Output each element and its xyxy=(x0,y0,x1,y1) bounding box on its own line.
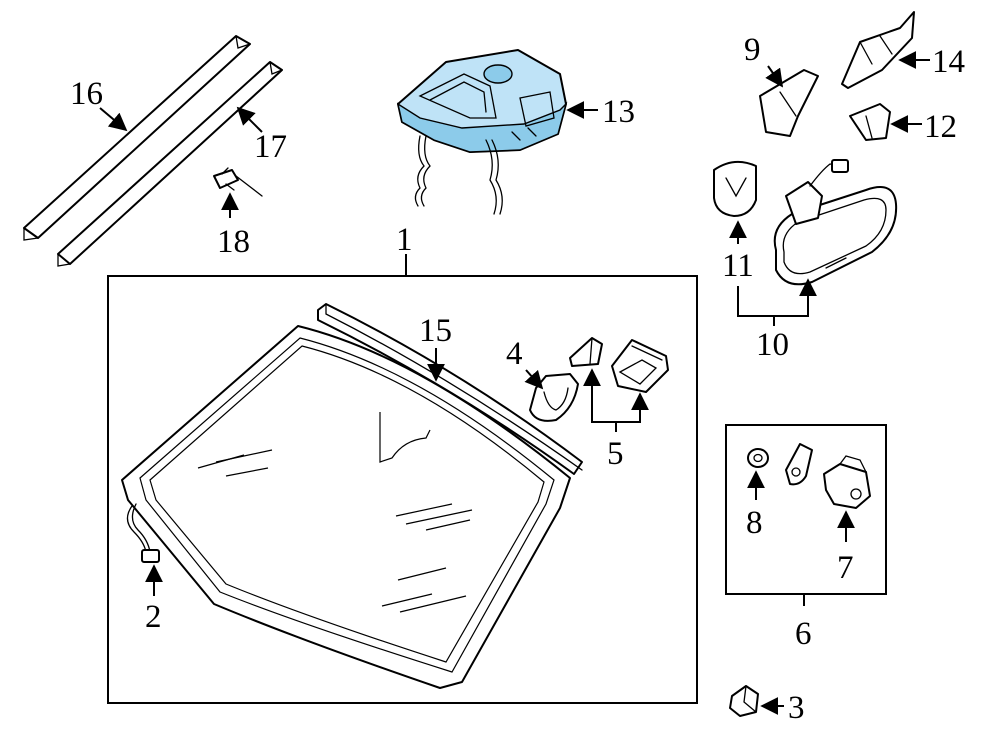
sensor-kit-box xyxy=(725,424,887,595)
callout-15[interactable]: 15 xyxy=(419,313,452,349)
pad-8[interactable] xyxy=(747,448,769,468)
callout-16-arrow xyxy=(99,107,128,132)
callout-4[interactable]: 4 xyxy=(506,336,523,372)
callout-4-arrow xyxy=(524,369,544,390)
callout-2[interactable]: 2 xyxy=(145,599,162,635)
connector-harness[interactable] xyxy=(126,503,160,563)
bracket-4[interactable] xyxy=(529,373,579,422)
rear-view-mirror[interactable] xyxy=(773,159,898,286)
windshield-glass[interactable] xyxy=(121,325,571,689)
callout-1[interactable]: 1 xyxy=(396,222,413,258)
cover-14[interactable] xyxy=(841,11,915,89)
callout-10-bracket xyxy=(737,286,809,317)
callout-5[interactable]: 5 xyxy=(607,436,624,472)
weatherstrip-17[interactable] xyxy=(57,61,283,267)
clip-3[interactable] xyxy=(729,685,759,717)
callout-3[interactable]: 3 xyxy=(788,690,805,726)
sensor-7[interactable] xyxy=(823,455,871,509)
callout-12[interactable]: 12 xyxy=(924,109,957,145)
cover-12[interactable] xyxy=(849,103,891,141)
callout-11[interactable]: 11 xyxy=(722,248,754,284)
module-13[interactable] xyxy=(396,49,568,215)
callout-7[interactable]: 7 xyxy=(837,550,854,586)
callout-14[interactable]: 14 xyxy=(932,44,965,80)
cover-11[interactable] xyxy=(713,160,757,217)
callout-5-bracket xyxy=(591,386,641,423)
weatherstrip-16[interactable] xyxy=(23,35,251,241)
callout-9[interactable]: 9 xyxy=(744,32,761,68)
windshield-assembly-box xyxy=(107,275,698,704)
callout-18[interactable]: 18 xyxy=(217,224,250,260)
upper-molding[interactable] xyxy=(317,303,583,475)
callout-16[interactable]: 16 xyxy=(70,76,103,112)
callout-8[interactable]: 8 xyxy=(746,505,763,541)
cover-9[interactable] xyxy=(759,69,819,137)
sensor-mount-5b[interactable] xyxy=(611,339,669,393)
callout-13[interactable]: 13 xyxy=(602,94,635,130)
clip-18[interactable] xyxy=(213,167,263,197)
callout-10[interactable]: 10 xyxy=(756,327,789,363)
callout-17-arrow xyxy=(236,106,263,133)
callout-9-arrow xyxy=(765,65,784,88)
callout-6[interactable]: 6 xyxy=(795,616,812,652)
mount-clip[interactable] xyxy=(785,443,813,486)
sensor-cover-5a[interactable] xyxy=(569,337,603,367)
callout-17[interactable]: 17 xyxy=(254,129,287,165)
